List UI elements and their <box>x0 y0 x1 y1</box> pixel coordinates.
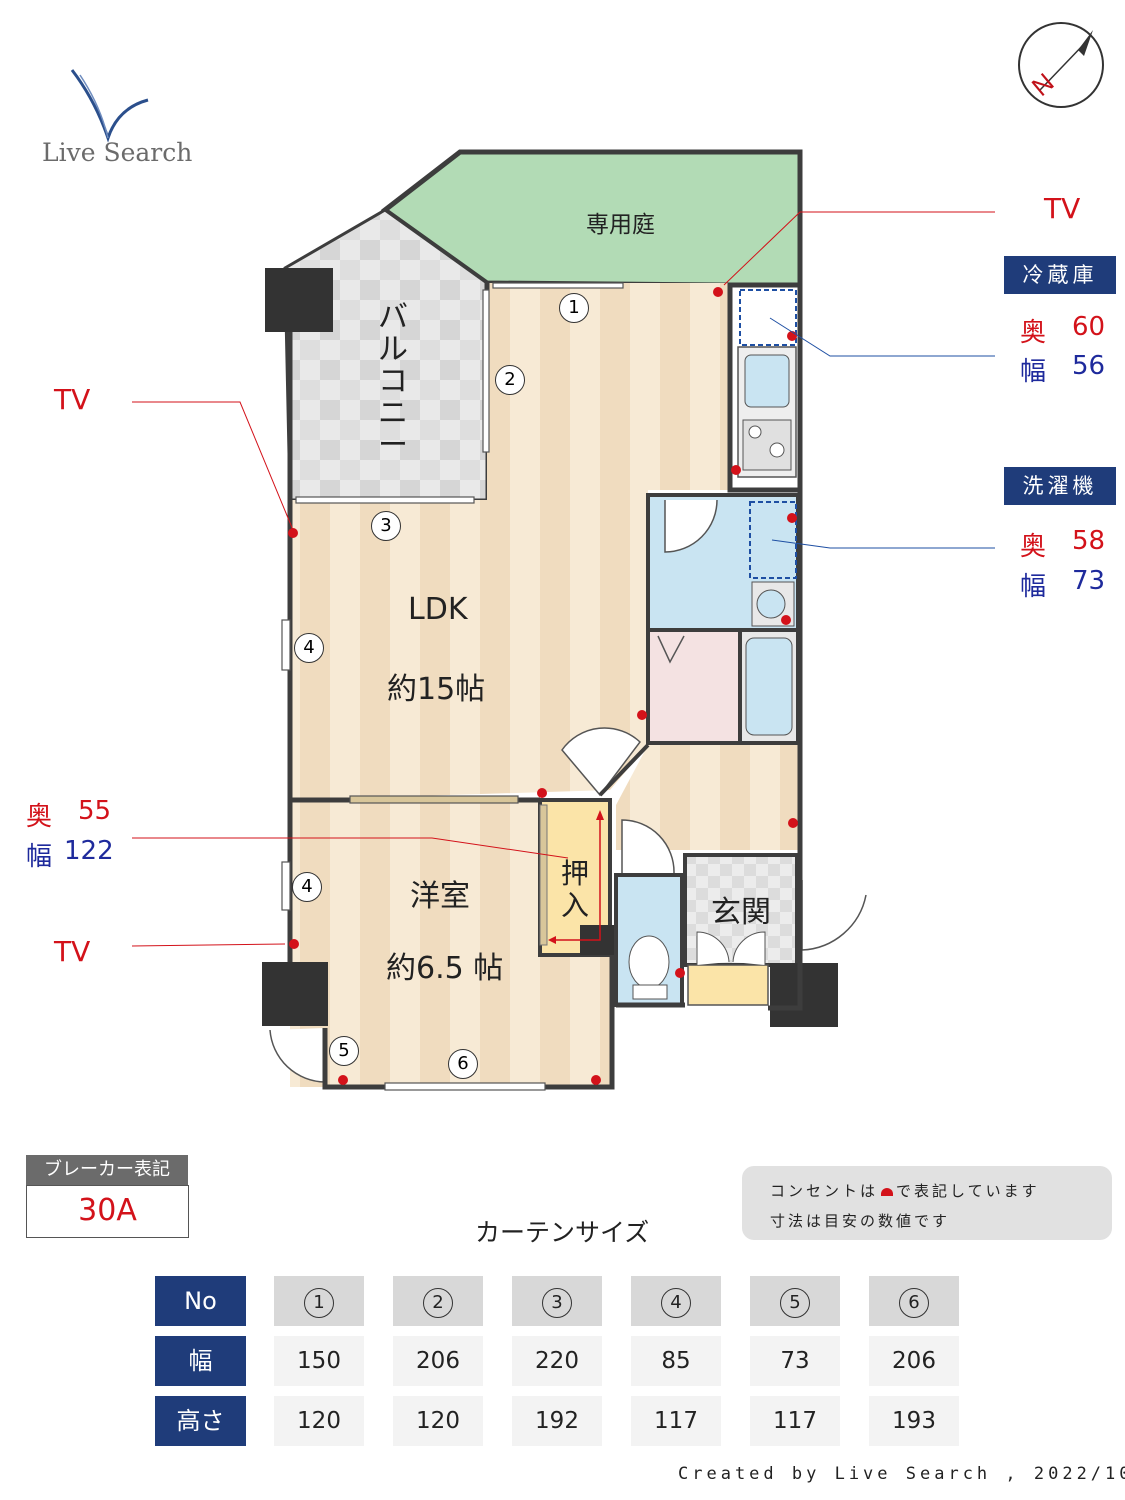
washer-badge: 洗濯機 <box>1004 467 1116 505</box>
col-no: 4 <box>631 1276 721 1326</box>
col-height: 117 <box>750 1396 840 1446</box>
fridge-depth-value: 60 <box>1072 312 1106 342</box>
legend-note: コンセントはで表記しています 寸法は目安の数値です <box>742 1166 1112 1240</box>
washroom-door <box>664 499 718 553</box>
col-no: 3 <box>512 1276 602 1326</box>
col-height: 120 <box>274 1396 364 1446</box>
washer-space <box>749 501 797 579</box>
washer-depth-value: 58 <box>1072 526 1106 556</box>
fridge-badge: 冷蔵庫 <box>1004 256 1116 294</box>
window-frames <box>281 282 624 1091</box>
footer-credit: Created by Live Search , 2022/10 <box>678 1464 1125 1484</box>
row-label-no: No <box>155 1276 246 1326</box>
kitchen-stove <box>742 419 792 471</box>
window-marker-4a: 4 <box>294 633 324 663</box>
closet-width-label: 幅 <box>26 842 53 872</box>
curtain-table-title: カーテンサイズ <box>475 1218 650 1247</box>
pillar <box>265 268 333 332</box>
entrance-label: 玄関 <box>711 895 771 930</box>
toilet-door <box>621 819 675 874</box>
breaker-value: 30A <box>26 1185 189 1238</box>
pillar <box>262 962 328 1026</box>
entrance-door <box>801 880 867 951</box>
ldk-door <box>561 727 642 797</box>
col-no: 6 <box>869 1276 959 1326</box>
tv-label-western: TV <box>54 935 91 968</box>
ldk-size: 約15帖 <box>387 672 486 707</box>
closet-depth-label: 奥 <box>26 802 53 832</box>
balcony-label: バルコニー <box>378 300 408 463</box>
leader-lines <box>131 211 995 947</box>
col-width: 73 <box>750 1336 840 1386</box>
fridge-width-label: 幅 <box>1020 357 1047 387</box>
col-width: 206 <box>393 1336 483 1386</box>
fridge-space <box>739 289 797 346</box>
logo-text: Live Search <box>42 138 193 167</box>
window-marker-6: 6 <box>448 1049 478 1079</box>
col-width: 85 <box>631 1336 721 1386</box>
shoe-cabinet <box>687 964 769 1006</box>
compass-icon: N <box>1018 22 1104 108</box>
bathtub <box>745 637 793 736</box>
logo-mark <box>70 69 149 143</box>
window-marker-5: 5 <box>329 1036 359 1066</box>
ldk-label: LDK <box>408 592 468 627</box>
breaker-label: ブレーカー表記 <box>26 1155 188 1185</box>
window-marker-3: 3 <box>371 511 401 541</box>
closet-width-value: 122 <box>64 836 114 866</box>
tv-label-ldk: TV <box>54 383 91 416</box>
dressing-area <box>646 628 742 745</box>
closet-label: 押入 <box>560 857 589 922</box>
tv-label-kitchen: TV <box>1044 192 1081 225</box>
window-marker-2: 2 <box>495 365 525 395</box>
ldk-floor <box>290 283 730 800</box>
kitchen-sink <box>744 354 790 408</box>
fridge-width-value: 56 <box>1072 351 1106 381</box>
col-height: 193 <box>869 1396 959 1446</box>
washer-width-value: 73 <box>1072 566 1106 596</box>
corridor-floor <box>616 745 800 850</box>
row-label-height: 高さ <box>155 1396 246 1446</box>
garden-label: 専用庭 <box>586 212 655 238</box>
washer-depth-label: 奥 <box>1020 532 1047 562</box>
col-height: 117 <box>631 1396 721 1446</box>
pillar <box>770 963 838 1027</box>
western-room-label: 洋室 <box>410 879 470 914</box>
washer-width-label: 幅 <box>1020 572 1047 602</box>
col-height: 192 <box>512 1396 602 1446</box>
western-room-size: 約6.5 帖 <box>386 951 504 986</box>
floor-plan: N <box>70 22 1104 1091</box>
row-label-width: 幅 <box>155 1336 246 1386</box>
fridge-depth-label: 奥 <box>1020 318 1047 348</box>
window-marker-1: 1 <box>559 293 589 323</box>
closet-depth-value: 55 <box>78 796 112 826</box>
col-height: 120 <box>393 1396 483 1446</box>
note-line1b: で表記しています <box>896 1182 1040 1200</box>
western-door <box>269 1028 326 1083</box>
col-no: 1 <box>274 1276 364 1326</box>
col-width: 206 <box>869 1336 959 1386</box>
window-marker-4b: 4 <box>292 872 322 902</box>
col-width: 150 <box>274 1336 364 1386</box>
note-line1a: コンセントは <box>770 1182 879 1200</box>
col-no: 5 <box>750 1276 840 1326</box>
outlet-legend-icon <box>881 1188 894 1196</box>
col-width: 220 <box>512 1336 602 1386</box>
col-no: 2 <box>393 1276 483 1326</box>
note-line2: 寸法は目安の数値です <box>770 1212 951 1230</box>
